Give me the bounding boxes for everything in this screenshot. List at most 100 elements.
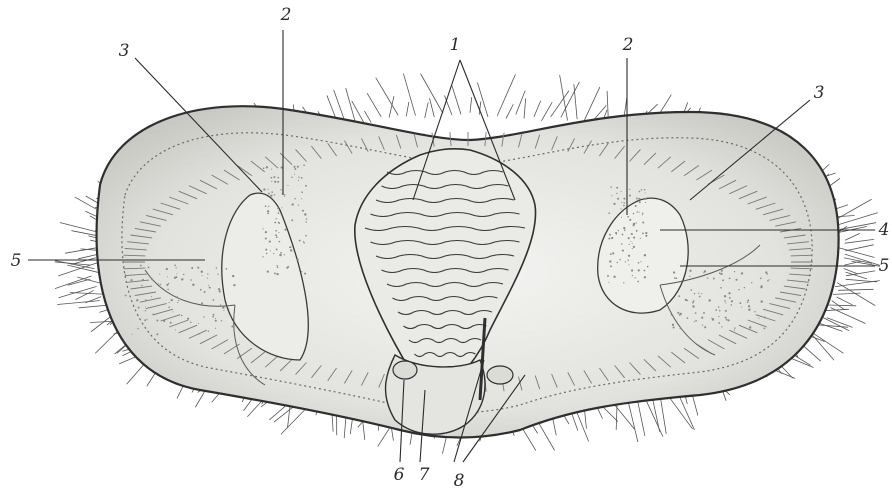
stipple-dot [638,269,640,271]
stipple-dot [292,203,294,205]
stipple-dot [702,325,703,326]
bristle [845,261,861,265]
stipple-dot [673,271,675,273]
stipple-dot [125,295,127,297]
bristle [837,297,852,305]
bristle [576,411,588,441]
stipple-dot [265,231,267,233]
stipple-dot [268,206,269,207]
stipple-dot [279,254,281,256]
stipple-dot [274,272,276,274]
stipple-dot [724,295,726,297]
stipple-dot [175,276,177,278]
bristle [470,97,472,112]
stipple-dot [222,306,224,308]
bristle [404,74,416,116]
stipple-dot [638,262,640,264]
stipple-dot [275,234,277,236]
stipple-dot [619,259,620,260]
stipple-dot [647,266,649,268]
stipple-dot [220,304,221,305]
label-3-left: 3 [119,41,130,61]
stipple-dot [767,273,768,274]
stipple-dot [273,253,274,254]
stipple-dot [204,291,206,293]
stipple-dot [680,313,682,315]
stipple-dot [198,323,199,324]
stipple-dot [303,165,305,167]
stipple-dot [215,320,217,322]
stipple-dot [156,320,158,322]
stipple-dot [638,198,640,200]
stipple-dot [215,318,216,319]
stipple-dot [617,262,618,263]
stipple-dot [159,273,160,274]
stipple-dot [694,321,695,322]
stipple-dot [629,244,630,245]
bristle [430,99,435,117]
stipple-dot [748,309,750,311]
stipple-dot [629,195,631,197]
stipple-dot [136,299,138,301]
stipple-dot [144,319,146,321]
stipple-dot [170,322,172,324]
stipple-dot [276,248,278,250]
label-6: 6 [394,465,405,485]
label-4: 4 [878,220,890,240]
stipple-dot [751,282,752,283]
stipple-dot [276,273,278,275]
stipple-dot [621,208,622,209]
stipple-dot [215,328,216,329]
stipple-dot [701,317,703,319]
stipple-dot [198,333,199,334]
bristle [542,103,552,121]
stipple-dot [148,267,150,269]
stipple-dot [610,186,611,187]
stipple-dot [635,205,637,207]
stipple-dot [218,288,220,290]
stipple-dot [270,194,272,196]
stipple-dot [275,230,277,232]
stipple-dot [183,274,184,275]
stipple-dot [687,317,689,319]
stipple-dot [271,169,272,170]
stipple-dot [160,284,162,286]
stipple-dot [769,279,770,280]
stipple-dot [692,302,694,304]
stipple-dot [642,221,644,223]
left-small-structure-6 [393,361,417,379]
stipple-dot [197,267,199,269]
stipple-dot [305,235,307,237]
stipple-dot [267,271,269,273]
stipple-dot [621,243,623,245]
bristle [637,399,645,436]
stipple-dot [277,266,279,268]
stipple-dot [276,236,278,238]
stipple-dot [718,322,720,324]
stipple-dot [303,242,305,244]
stipple-dot [622,234,624,236]
stipple-dot [694,293,696,295]
stipple-dot [610,265,612,267]
stipple-dot [177,296,178,297]
stipple-dot [291,177,292,178]
bristle [584,87,600,122]
stipple-dot [284,194,285,195]
stipple-dot [644,189,645,190]
stipple-dot [142,279,144,281]
stipple-dot [168,306,170,308]
bristle [846,245,874,251]
stipple-dot [631,233,633,235]
stipple-dot [305,221,307,223]
stipple-dot [167,276,168,277]
stipple-dot [739,302,741,304]
stipple-dot [190,279,192,281]
stipple-dot [608,282,609,283]
stipple-dot [294,174,295,175]
bristle [834,213,878,226]
bristle [406,102,409,116]
stipple-dot [633,246,635,248]
stipple-dot [726,319,728,321]
stipple-dot [623,227,625,229]
stipple-dot [293,250,294,251]
